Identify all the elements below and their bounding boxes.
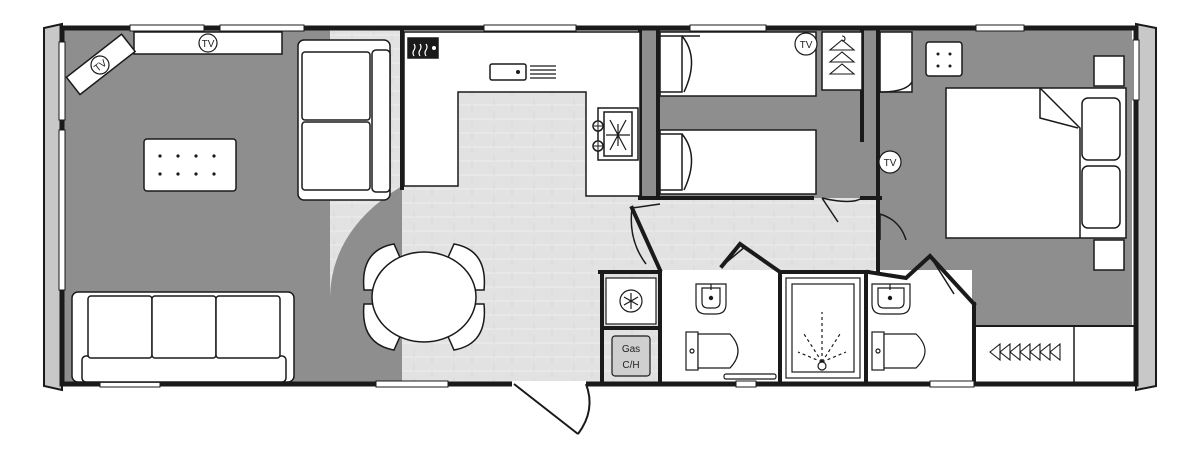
ensuite-angle-wall xyxy=(865,253,977,307)
svg-text:TV: TV xyxy=(202,39,215,50)
ensuite xyxy=(871,283,926,371)
shower-room xyxy=(685,277,861,380)
shower-icon xyxy=(785,277,861,379)
window-top-3 xyxy=(483,24,577,32)
tv-icon: TV xyxy=(878,150,902,174)
tv-icon: TV xyxy=(794,32,818,56)
washbasin xyxy=(695,283,727,315)
window-top-1 xyxy=(129,24,205,32)
gas-boiler-icon xyxy=(611,335,651,377)
corridor-diagonal-wall xyxy=(629,205,663,273)
cooker-icon xyxy=(592,107,639,161)
hob-icon xyxy=(407,37,439,59)
snowflake-icon xyxy=(619,289,643,313)
master-bedroom: TV xyxy=(878,31,1127,382)
sink-icon xyxy=(489,63,556,81)
wardrobe-twin xyxy=(821,31,863,91)
dining-set xyxy=(362,243,486,351)
entrance-gap xyxy=(512,381,586,387)
window-bottom-3 xyxy=(735,380,757,388)
toilet xyxy=(685,331,739,371)
window-top-4 xyxy=(689,24,767,32)
two-seat-sofa xyxy=(297,39,391,201)
tv-icon: TV xyxy=(90,55,110,75)
coffee-table xyxy=(143,138,237,192)
tv-icon: TV xyxy=(198,33,218,53)
svg-text:TV: TV xyxy=(800,40,813,51)
kitchen xyxy=(403,31,641,197)
bath-door-angle xyxy=(719,241,783,275)
gas-label: Gas xyxy=(622,344,640,355)
left-end-panel xyxy=(43,22,63,392)
bedside-table xyxy=(925,41,963,77)
corridor-door xyxy=(630,203,661,265)
ensuite-toilet xyxy=(871,331,926,371)
window-top-5 xyxy=(975,24,1025,32)
ensuite-door xyxy=(929,255,955,295)
utility: Gas C/H xyxy=(605,277,657,377)
coffee-table-dots xyxy=(158,154,216,176)
towel-rail xyxy=(723,373,777,380)
window-top-2 xyxy=(219,24,305,32)
double-bed xyxy=(945,55,1127,271)
coat-hanger-icon xyxy=(828,35,856,75)
corner-tv-unit: TV xyxy=(65,33,137,96)
window-bottom-2 xyxy=(375,380,449,388)
living-room: TV TV xyxy=(65,31,391,383)
outer-walls xyxy=(58,24,1140,435)
interior-walls xyxy=(400,28,1135,384)
dining-table xyxy=(371,251,477,343)
ensuite-washbasin xyxy=(871,283,911,315)
window-left-2 xyxy=(58,129,66,291)
doors xyxy=(630,197,955,295)
bathroom-door xyxy=(721,245,747,267)
entrance-door xyxy=(513,383,591,435)
single-bed-top xyxy=(659,31,817,97)
corridor-floor xyxy=(660,198,880,272)
ch-label: C/H xyxy=(622,360,639,371)
twin-room-door xyxy=(821,197,863,223)
master-bedroom-door xyxy=(879,213,907,241)
master-wardrobe xyxy=(879,31,913,93)
kitchen-worktop xyxy=(403,31,641,197)
window-bottom-4 xyxy=(929,380,975,388)
twin-bedroom: TV xyxy=(659,31,863,195)
single-bed-bottom xyxy=(659,129,817,195)
windows xyxy=(58,24,1140,388)
radiator-icon xyxy=(989,342,1061,362)
window-left-1 xyxy=(58,41,66,121)
window-right-1 xyxy=(1132,39,1140,101)
svg-text:TV: TV xyxy=(884,158,897,169)
three-seat-sofa xyxy=(71,291,295,383)
wardrobe-floor xyxy=(974,326,1134,382)
